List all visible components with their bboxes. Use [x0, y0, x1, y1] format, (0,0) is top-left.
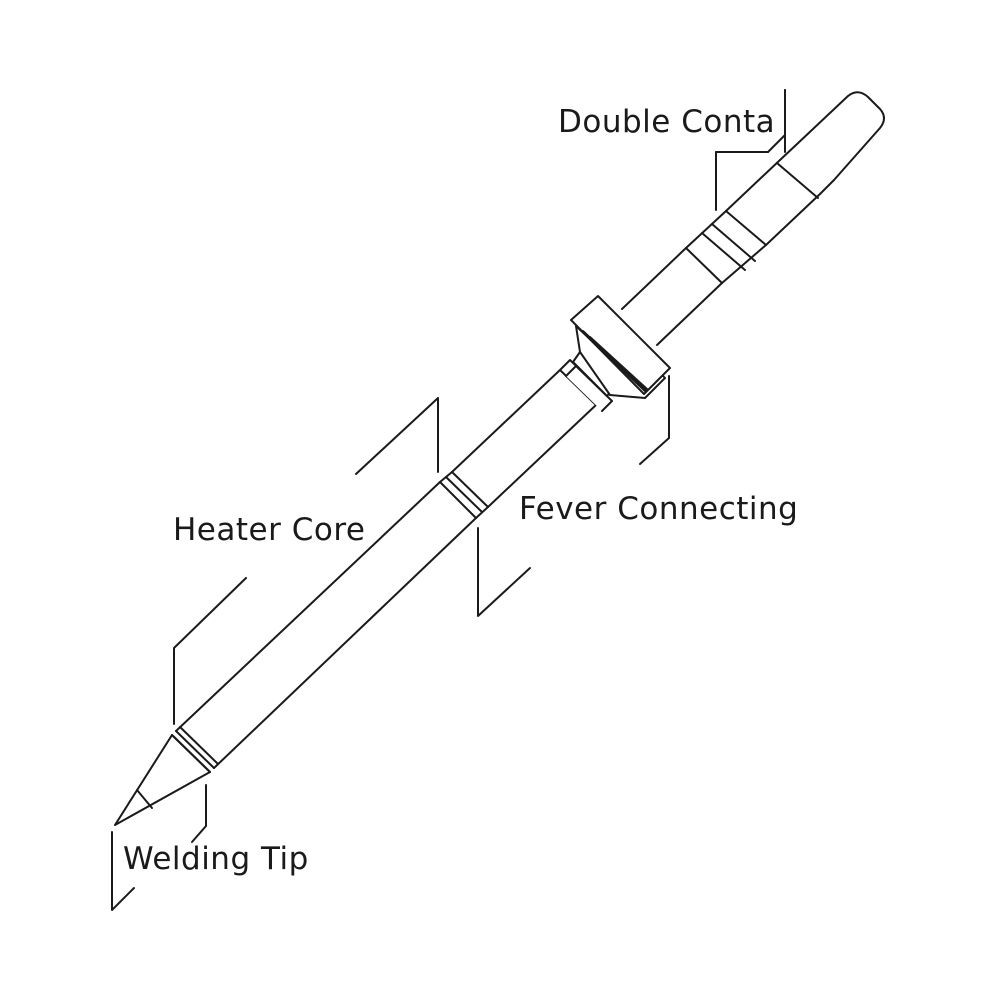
label-fever-connecting: Fever Connecting — [519, 491, 799, 527]
heater-core-body — [175, 481, 477, 769]
label-welding-tip: Welding Tip — [123, 841, 309, 877]
rear-shaft — [621, 247, 723, 346]
tip-collar-rings — [171, 726, 219, 773]
callout-double-contact — [715, 89, 786, 211]
fever-connecting-neck — [451, 369, 597, 508]
fever-connecting-flange — [570, 295, 671, 399]
label-double-contact: Double Conta — [558, 104, 776, 140]
double-contact — [685, 91, 885, 284]
callout-fever-connecting — [477, 375, 670, 617]
heater-joint-rings — [439, 471, 489, 519]
label-heater-core: Heater Core — [173, 512, 366, 548]
welding-tip — [114, 734, 211, 826]
callout-welding-tip — [111, 784, 207, 911]
callout-heater-core — [173, 397, 439, 725]
neck-step-rings — [559, 351, 614, 412]
